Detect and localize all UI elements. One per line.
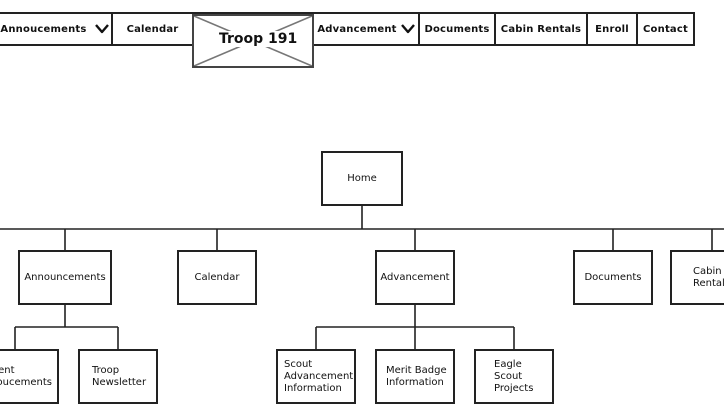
sitemap-node-troop-newsletter: Troop Newsletter — [78, 349, 158, 404]
sitemap-node-announcements: Announcements — [18, 250, 112, 305]
nav-contact-label: Contact — [643, 23, 688, 35]
sitemap-node-eagle-scout-projects: Eagle Scout Projects — [474, 349, 554, 404]
nav-announcements-label: Annoucements — [0, 23, 87, 35]
nav-advancement[interactable]: Advancement — [314, 12, 420, 46]
nav-cabin-rentals-label: Cabin Rentals — [500, 23, 582, 35]
logo-text: Troop 191 — [216, 31, 301, 47]
chevron-down-icon — [400, 24, 415, 34]
sitemap-node-scout-advancement-information: Scout Advancement Information — [276, 349, 356, 404]
sitemap-node-calendar: Calendar — [177, 250, 257, 305]
nav-documents[interactable]: Documents — [420, 12, 496, 46]
nav-announcements[interactable]: Annoucements — [0, 12, 113, 46]
sitemap-node-documents: Documents — [573, 250, 653, 305]
nav-calendar-label: Calendar — [126, 23, 179, 35]
sitemap-node-advancement: Advancement — [375, 250, 455, 305]
chevron-down-icon — [94, 24, 109, 34]
nav-enroll[interactable]: Enroll — [588, 12, 638, 46]
sitemap-node-home: Home — [321, 151, 403, 206]
sitemap-node-merit-badge-information: Merit Badge Information — [375, 349, 455, 404]
sitemap-node-cabin-rentals: Cabin Rentals — [670, 250, 724, 305]
sitemap-node-current-announcements: Current Annoucements — [0, 349, 59, 404]
nav-cabin-rentals[interactable]: Cabin Rentals — [496, 12, 588, 46]
nav-bar — [0, 12, 695, 46]
nav-enroll-label: Enroll — [595, 23, 629, 35]
nav-contact[interactable]: Contact — [638, 12, 695, 46]
nav-advancement-label: Advancement — [317, 23, 397, 35]
nav-documents-label: Documents — [424, 23, 490, 35]
troop-logo[interactable]: Troop 191 — [192, 14, 314, 68]
